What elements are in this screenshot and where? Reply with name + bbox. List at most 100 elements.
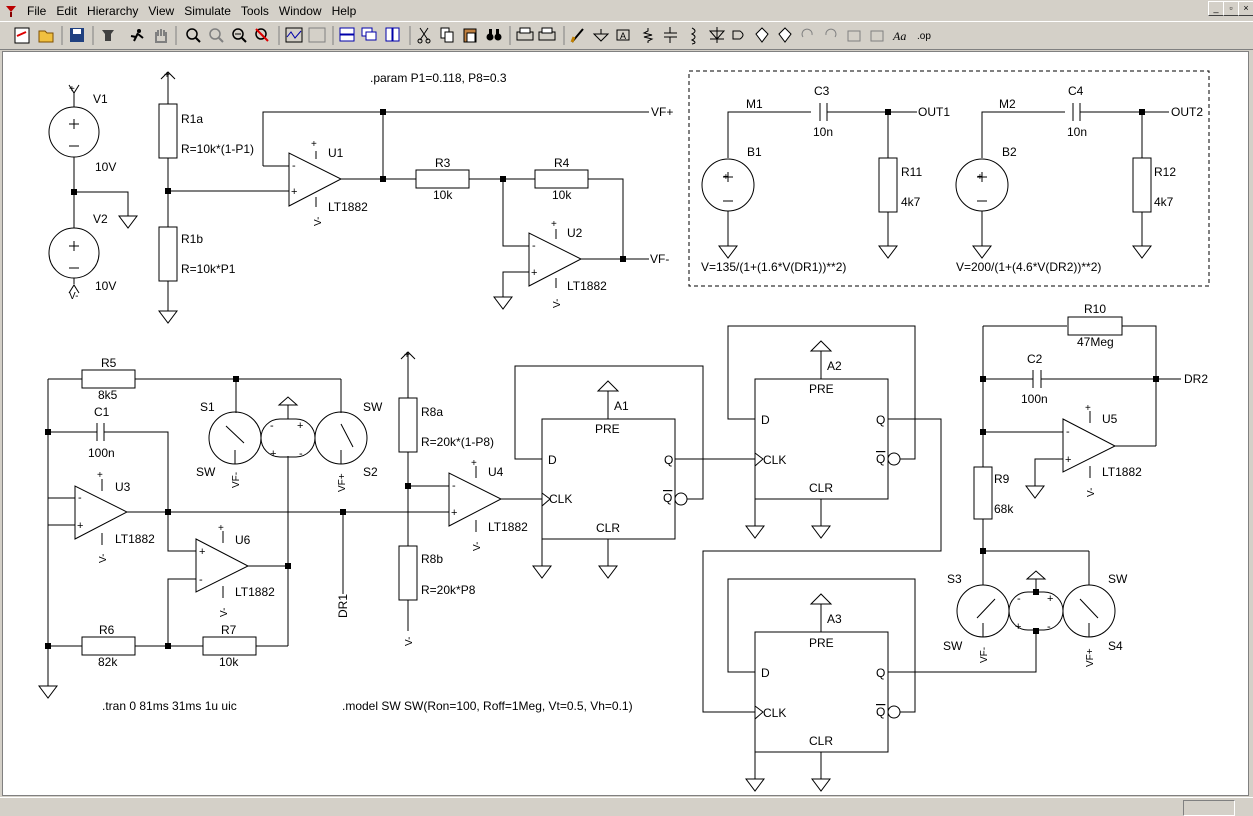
svg-text:+: +	[77, 520, 83, 532]
svg-text:M2: M2	[999, 97, 1016, 111]
drag-icon[interactable]	[778, 27, 792, 43]
print-setup-icon[interactable]	[516, 27, 534, 41]
inductor-icon[interactable]	[690, 27, 696, 45]
autorange-icon[interactable]	[285, 27, 303, 43]
ground-icon[interactable]	[592, 29, 610, 42]
copy-icon[interactable]	[440, 27, 454, 43]
move-icon[interactable]	[755, 27, 769, 43]
opamp-u1[interactable]	[288, 152, 343, 207]
draw-wire-icon[interactable]	[570, 28, 584, 43]
svg-text:V-: V-	[472, 542, 483, 551]
redo-icon[interactable]	[825, 28, 837, 38]
halt-icon[interactable]	[155, 29, 167, 43]
cascade-icon[interactable]	[361, 27, 377, 41]
opamp-u6[interactable]	[195, 538, 250, 593]
capacitor-icon[interactable]	[664, 27, 677, 43]
paste-icon[interactable]	[463, 28, 477, 43]
resistor-r11[interactable]	[878, 157, 898, 213]
svg-text:U5: U5	[1102, 412, 1118, 426]
svg-text:-: -	[1047, 621, 1051, 633]
zoom-out-icon[interactable]	[232, 28, 247, 43]
resistor-r12[interactable]	[1132, 157, 1152, 213]
svg-text:VF+: VF+	[337, 473, 348, 492]
source-b1[interactable]	[701, 158, 755, 212]
menu-file[interactable]: File	[27, 3, 47, 18]
svg-text:R9: R9	[994, 472, 1010, 486]
menu-view[interactable]: View	[148, 3, 175, 18]
opamp-u4[interactable]	[448, 472, 503, 527]
svg-text:LT1882: LT1882	[235, 585, 275, 599]
restore-icon[interactable]: ▫	[1223, 1, 1239, 16]
svg-text:Q: Q	[876, 705, 885, 719]
svg-text:+: +	[531, 267, 537, 279]
svg-text:VF+: VF+	[651, 105, 673, 119]
svg-text:10n: 10n	[813, 125, 833, 139]
svg-text:8k5: 8k5	[98, 388, 118, 402]
run-icon[interactable]	[130, 29, 144, 42]
svg-text:R8b: R8b	[421, 552, 443, 566]
svg-text:V2: V2	[93, 212, 108, 226]
resistor-icon[interactable]	[642, 28, 654, 43]
svg-text:V-: V-	[552, 299, 563, 308]
resistor-r5[interactable]	[81, 369, 136, 389]
tile-horizontal-icon[interactable]	[339, 27, 355, 42]
toolbar: A Aa .op	[0, 21, 1253, 50]
resistor-r6[interactable]	[81, 636, 136, 656]
minimize-icon[interactable]: _	[1208, 1, 1224, 16]
mirror-icon[interactable]	[870, 30, 884, 42]
menu-simulate[interactable]: Simulate	[184, 3, 231, 18]
menu-tools[interactable]: Tools	[240, 3, 269, 18]
source-v1[interactable]	[48, 93, 100, 211]
label-net-icon[interactable]: A	[616, 29, 630, 41]
svg-text:DR2: DR2	[1184, 372, 1208, 386]
source-b2[interactable]	[955, 158, 1009, 212]
undo-icon[interactable]	[801, 28, 813, 38]
menu-hierarchy[interactable]: Hierarchy	[87, 3, 139, 18]
text-icon[interactable]: Aa	[892, 29, 906, 43]
resistor-r8b[interactable]	[398, 545, 418, 601]
control-panel-icon[interactable]	[102, 30, 114, 41]
open-icon[interactable]	[38, 30, 54, 43]
resistor-r3[interactable]	[415, 169, 470, 189]
resistor-r1b[interactable]	[158, 226, 178, 282]
diode-icon[interactable]	[708, 27, 726, 43]
print-icon[interactable]	[538, 27, 556, 41]
svg-text:68k: 68k	[994, 502, 1014, 516]
fft-icon[interactable]	[308, 27, 326, 43]
pan-icon[interactable]	[209, 28, 224, 43]
cut-icon[interactable]	[417, 27, 431, 44]
resistor-r4[interactable]	[534, 169, 589, 189]
rotate-icon[interactable]	[847, 30, 861, 42]
svg-text:A: A	[620, 31, 626, 41]
opamp-u3[interactable]	[74, 485, 129, 540]
zoom-fit-icon[interactable]	[255, 28, 269, 42]
new-schematic-icon[interactable]	[14, 27, 30, 44]
zoom-in-icon[interactable]	[186, 28, 201, 43]
spice-directive-icon[interactable]: .op	[917, 31, 931, 42]
source-v2[interactable]	[48, 211, 100, 284]
svg-text:U6: U6	[235, 533, 251, 547]
menu-bar: File Edit Hierarchy View Simulate Tools …	[0, 0, 1253, 21]
svg-text:R6: R6	[99, 623, 115, 637]
menu-edit[interactable]: Edit	[56, 3, 78, 18]
close-icon[interactable]: ×	[1238, 1, 1253, 16]
opamp-u2[interactable]	[528, 232, 583, 287]
svg-text:-: -	[452, 480, 456, 492]
resistor-r8a[interactable]	[398, 397, 418, 453]
tile-vertical-icon[interactable]	[385, 27, 400, 42]
svg-text:S3: S3	[947, 572, 962, 586]
opamp-u5[interactable]	[1062, 418, 1117, 473]
resistor-r9[interactable]	[973, 466, 993, 520]
resistor-r10[interactable]	[1067, 316, 1123, 336]
app-icon	[4, 4, 18, 18]
menu-help[interactable]: Help	[331, 3, 357, 18]
svg-text:100n: 100n	[88, 446, 115, 460]
menu-window[interactable]: Window	[278, 3, 322, 18]
svg-text:Q: Q	[876, 413, 885, 427]
schematic-canvas[interactable]: .param P1=0.118, P8=0.3 .tran 0 81ms 31m…	[2, 51, 1249, 796]
save-icon[interactable]	[70, 28, 84, 42]
find-icon[interactable]	[486, 29, 502, 41]
resistor-r1a[interactable]	[158, 103, 178, 159]
resistor-r7[interactable]	[202, 636, 257, 656]
component-icon[interactable]	[732, 30, 744, 40]
